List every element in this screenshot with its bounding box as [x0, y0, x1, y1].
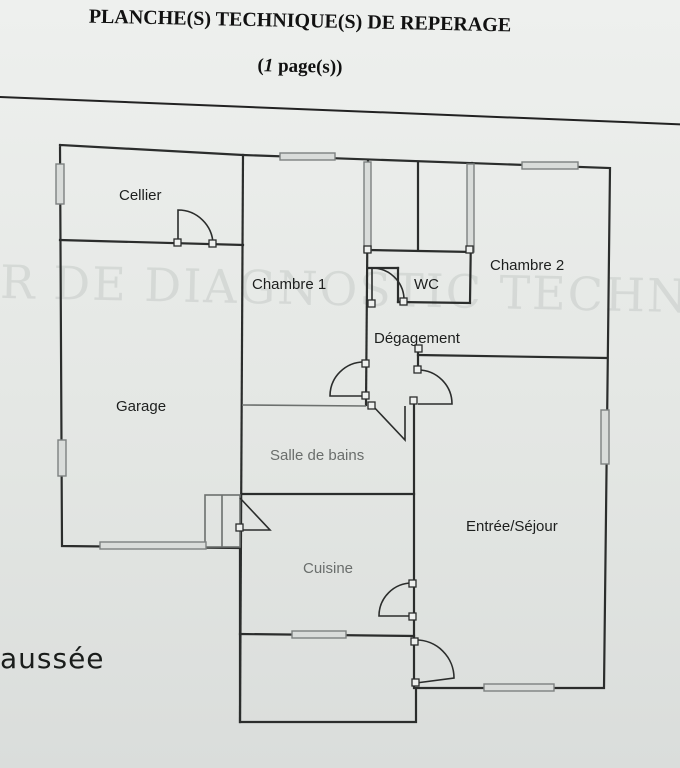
room-label-wc: WC: [414, 276, 439, 293]
door-wc: [371, 267, 405, 305]
window-wc-right: [466, 163, 475, 253]
door-jambs: [173, 238, 474, 687]
room-label-garage: Garage: [116, 398, 166, 415]
room-label-entree-sejour: Entrée/Séjour: [466, 518, 558, 535]
jamb: [410, 637, 419, 646]
jamb: [367, 299, 376, 308]
doors: [177, 209, 455, 684]
window-garage-bottom: [99, 541, 207, 550]
jamb: [411, 678, 420, 687]
room-label-salle-de-bains: Salle de bains: [270, 447, 364, 464]
window-garage-left: [57, 439, 67, 477]
jamb: [361, 359, 370, 368]
jamb: [367, 401, 376, 410]
wall-chambre2-bottom: [416, 353, 608, 360]
window-chambre1-top: [279, 152, 336, 161]
window-chambre1-right: [363, 161, 372, 253]
window-cuisine-bottom: [291, 630, 347, 639]
room-label-cellier: Cellier: [119, 187, 162, 204]
room-label-chambre2: Chambre 2: [490, 257, 564, 274]
door-closet: [239, 497, 272, 531]
jamb: [414, 344, 423, 353]
jamb: [173, 238, 182, 247]
jamb: [399, 297, 408, 306]
wall-wc-bottom: [396, 300, 472, 305]
windows: [55, 152, 610, 692]
room-label-chambre1: Chambre 1: [252, 276, 326, 293]
jamb: [465, 245, 474, 254]
light-partitions: [204, 404, 367, 548]
jamb: [363, 245, 372, 254]
jamb: [235, 523, 244, 532]
door-entree: [415, 639, 455, 684]
floor-level-label: aussée: [0, 642, 105, 675]
jamb: [409, 396, 418, 405]
window-chambre2-top: [521, 161, 579, 170]
window-cellier-left: [55, 163, 65, 205]
wall-garage-chambre1: [238, 153, 245, 724]
door-bains: [371, 404, 406, 443]
door-cuisine: [378, 582, 413, 617]
window-sejour-right: [600, 409, 610, 465]
door-cellier: [177, 209, 214, 245]
jamb: [361, 391, 370, 400]
jamb: [408, 579, 417, 588]
wall-wc-top: [366, 248, 474, 254]
door-chambre1: [329, 361, 365, 397]
jamb: [413, 365, 422, 374]
jamb: [408, 612, 417, 621]
door-degagement-sejour: [417, 369, 453, 405]
room-label-degagement: Dégagement: [374, 330, 461, 347]
jamb: [208, 239, 217, 248]
partition-chambre1-bains: [241, 404, 367, 407]
room-label-cuisine: Cuisine: [303, 560, 353, 577]
window-sejour-bottom: [483, 683, 555, 692]
